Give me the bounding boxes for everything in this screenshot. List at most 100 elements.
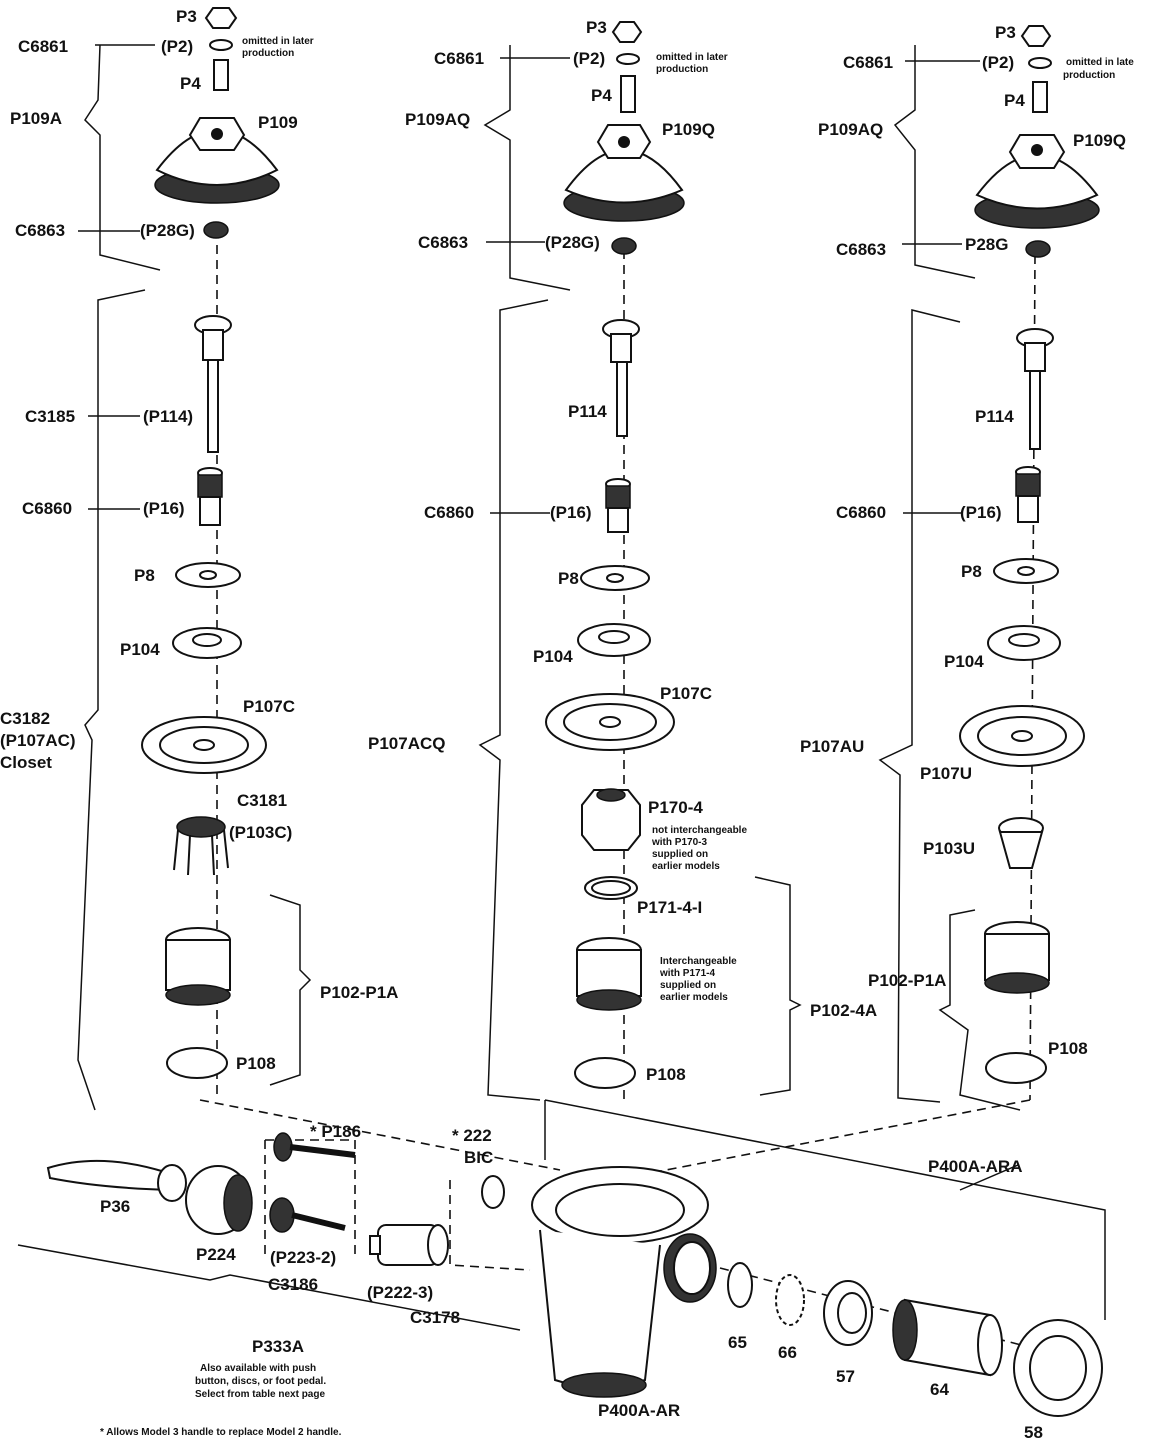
bushing-icon <box>269 1197 346 1233</box>
handle-note-1: Also available with push <box>200 1363 316 1374</box>
cap-label: P3 <box>995 23 1016 42</box>
part-58-label: 58 <box>1024 1423 1043 1442</box>
cover-icon <box>154 117 280 204</box>
guide-note-1: not interchangeable <box>652 825 747 836</box>
guide-group-label: C3181 <box>237 791 287 810</box>
washer2-label: P8 <box>558 569 579 588</box>
handle-group-label: P333A <box>252 1337 304 1356</box>
part-66-label: 66 <box>778 1343 797 1362</box>
assembly2-label-1: C3182 <box>0 709 50 728</box>
plunger-label: P114 <box>975 407 1014 426</box>
bottom-assembly: P36 P224 (P223-2) C3186 * P186 * 222 BIC… <box>17 1099 1106 1442</box>
cover-label: P109 <box>258 113 298 132</box>
guide-label: (P103C) <box>229 823 292 842</box>
washer-label: (P2) <box>161 37 193 56</box>
oring-label: P108 <box>646 1065 686 1084</box>
cap-label: P3 <box>176 7 197 26</box>
guide-icon <box>998 817 1044 869</box>
omit-note-2: production <box>656 64 708 75</box>
handle-icon <box>46 1159 253 1235</box>
sleeve-label: (P16) <box>960 503 1002 522</box>
part-64-label: 64 <box>930 1380 949 1399</box>
part-66-icon <box>775 1274 805 1326</box>
seat-group-label: C6863 <box>418 233 468 252</box>
screw-label: P4 <box>1004 91 1025 110</box>
cover-icon <box>974 134 1100 229</box>
bushing-group-label: C3186 <box>268 1275 318 1294</box>
omit-note-1: omitted in later <box>656 52 728 63</box>
coupling-icon <box>369 1224 449 1266</box>
oring-icon <box>574 1057 636 1089</box>
part-65-label: 65 <box>728 1333 747 1352</box>
seat-group-label: C6863 <box>836 240 886 259</box>
washer-group-label: C6861 <box>434 49 484 68</box>
part-58-icon <box>1013 1319 1103 1417</box>
ring-note-2: with P171-4 <box>659 968 715 979</box>
diaphragm-label: P107U <box>920 764 972 783</box>
seat-group-label: C6863 <box>15 221 65 240</box>
handle-note-3: Select from table next page <box>195 1389 325 1400</box>
plunger-group-label: C3185 <box>25 407 75 426</box>
body-group-label: P102-4A <box>810 1001 877 1020</box>
guide-note-2: with P170-3 <box>651 837 707 848</box>
assembly-label: P109AQ <box>405 110 470 129</box>
valve-group-label: P400A-ARA <box>928 1157 1022 1176</box>
bushing-label: (P223-2) <box>270 1248 336 1267</box>
screw-icon <box>620 75 636 113</box>
omit-note-1: omitted in late <box>1066 57 1134 68</box>
assembly2-label-3: Closet <box>0 753 52 772</box>
bic-disc-icon <box>481 1175 505 1209</box>
assembly2-label: P107AU <box>800 737 864 756</box>
seat-icon <box>203 221 229 239</box>
valve-body-icon <box>984 921 1050 994</box>
bic-label-top: * 222 <box>452 1126 492 1145</box>
plunger-ext-icon <box>273 1132 356 1162</box>
washer-ring-icon <box>209 39 233 51</box>
socket-label: P224 <box>196 1245 236 1264</box>
cover-label: P109Q <box>1073 131 1126 150</box>
plunger-label: (P114) <box>143 407 193 426</box>
seat-label: (P28G) <box>140 221 195 240</box>
guide-label: P170-4 <box>648 798 703 817</box>
assembly2-label: P107ACQ <box>368 734 445 753</box>
screw-icon <box>1032 81 1048 113</box>
washer-group-label: C6861 <box>843 53 893 72</box>
column-middle: P3 C6861 (P2) omitted in later productio… <box>368 18 877 1101</box>
washer-label: (P2) <box>573 49 605 68</box>
sleeve-group-label: C6860 <box>424 503 474 522</box>
bic-label-bottom: BIC <box>464 1148 493 1167</box>
valve-body-icon <box>576 937 642 1011</box>
washer-label: (P2) <box>982 53 1014 72</box>
column-right: P3 C6861 (P2) omitted in late production… <box>800 23 1134 1111</box>
oring-icon <box>166 1047 228 1079</box>
sleeve-label: (P16) <box>550 503 592 522</box>
diaphragm-label: P107C <box>660 684 712 703</box>
oring-label: P108 <box>236 1054 276 1073</box>
sleeve-label: (P16) <box>143 499 185 518</box>
part-57-icon <box>823 1280 873 1346</box>
washer-group-label: C6861 <box>18 37 68 56</box>
valve-body-icon <box>165 927 231 1006</box>
ring-label: P171-4-I <box>637 898 702 917</box>
diaphragm-label: P107C <box>243 697 295 716</box>
disc-label: P104 <box>944 652 984 671</box>
body-group-label: P102-P1A <box>320 983 398 1002</box>
screw-label: P4 <box>591 86 612 105</box>
guide-note-4: earlier models <box>652 861 720 872</box>
seat-icon <box>1025 240 1051 258</box>
sleeve-icon <box>1015 466 1041 523</box>
valve-body-label: P400A-AR <box>598 1401 680 1420</box>
cap-label: P3 <box>586 18 607 37</box>
cap-hex-icon <box>611 21 643 43</box>
disc-label: P104 <box>120 640 160 659</box>
cap-hex-icon <box>1020 25 1052 47</box>
part-64-icon <box>892 1298 1003 1377</box>
washer2-label: P8 <box>134 566 155 585</box>
part-57-label: 57 <box>836 1367 855 1386</box>
screw-label: P4 <box>180 74 201 93</box>
coupling-label: (P222-3) <box>367 1283 433 1302</box>
guide-icon <box>173 816 229 876</box>
column-left: P3 C6861 (P2) omitted in later productio… <box>0 7 398 1111</box>
sleeve-group-label: C6860 <box>22 499 72 518</box>
